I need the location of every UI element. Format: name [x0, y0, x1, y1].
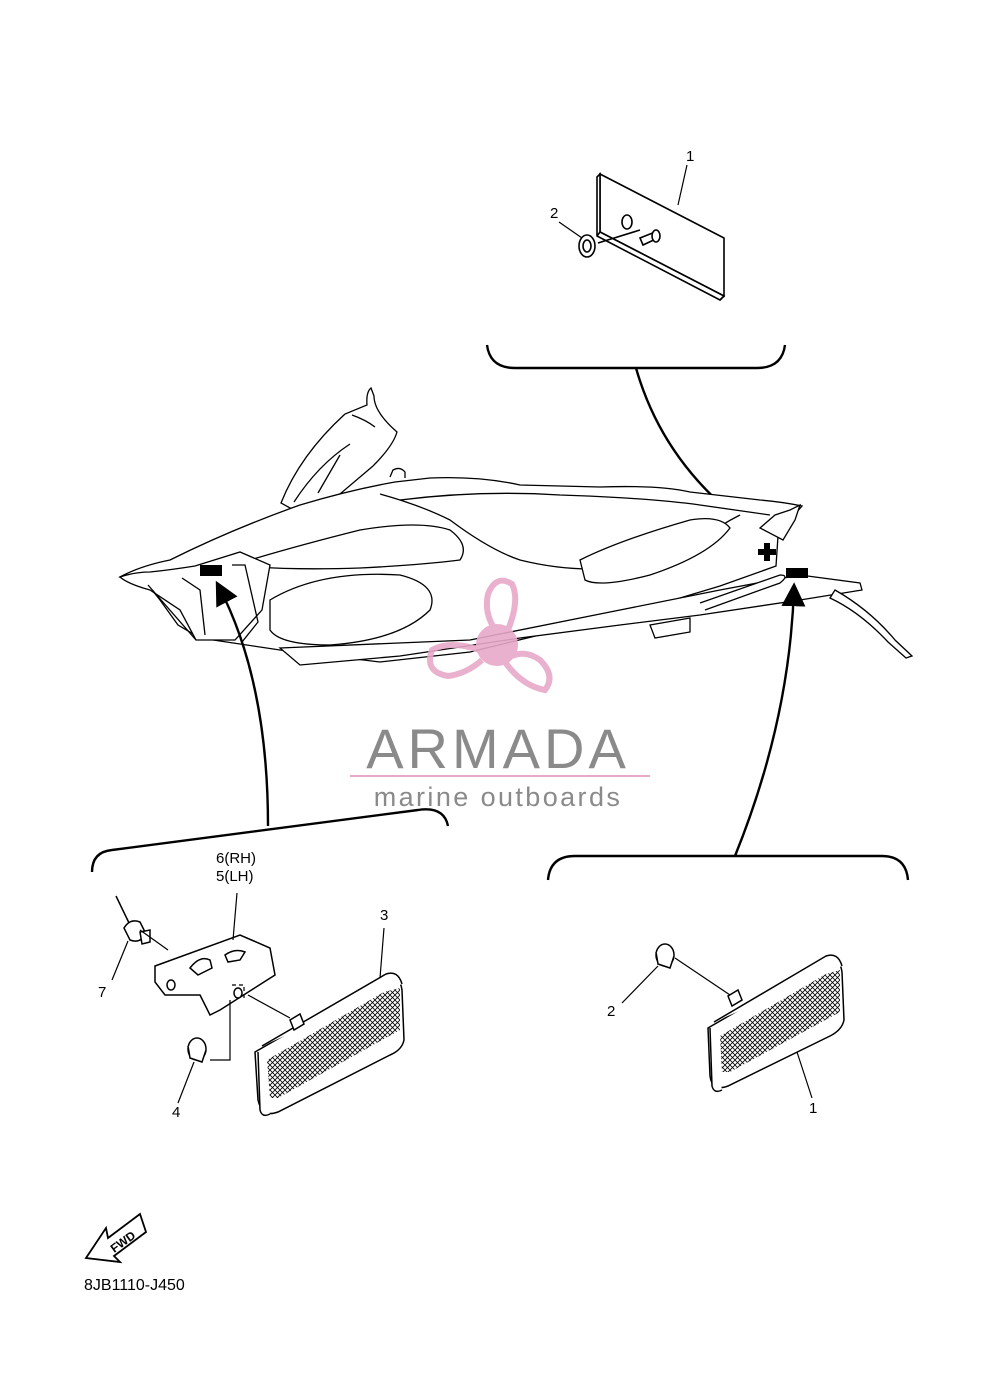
callout-left-reflector: 3 — [380, 907, 388, 924]
callout-bracket-lh: 5(LH) — [216, 868, 254, 885]
left-detail — [111, 892, 405, 1117]
top-detail-bracket — [485, 344, 787, 370]
right-leader-arrow — [733, 582, 806, 857]
marker-rear-plate — [758, 543, 776, 561]
watermark-brand: ARMADA — [366, 717, 630, 780]
rivet — [115, 895, 151, 945]
callout-right-nut: 2 — [607, 1003, 615, 1020]
top-plate — [596, 172, 726, 301]
callout-bracket-rh: 6(RH) — [216, 850, 256, 867]
marker-front-reflector — [200, 565, 222, 576]
top-detail — [558, 164, 726, 301]
right-detail-bracket — [546, 854, 910, 881]
callout-top-part: 1 — [686, 148, 694, 165]
top-plate-studs — [621, 214, 661, 247]
callout-rivet: 7 — [98, 984, 106, 1001]
fwd-arrow-icon: FWD — [84, 1212, 148, 1264]
right-reflector — [707, 954, 845, 1093]
watermark: ARMADA marine outboards — [350, 577, 650, 812]
callout-right-reflector: 1 — [809, 1100, 817, 1117]
left-leader-arrow — [215, 580, 270, 827]
right-nut — [655, 943, 675, 969]
top-nut — [578, 234, 596, 258]
marker-rear-reflector — [786, 568, 808, 578]
left-nut — [187, 1037, 207, 1063]
right-detail — [621, 943, 845, 1099]
callout-top-nut: 2 — [550, 205, 558, 222]
left-detail-bracket — [90, 808, 450, 873]
left-reflector — [254, 972, 405, 1117]
bracket — [154, 934, 276, 1017]
propeller-icon — [427, 577, 553, 694]
snowmobile-body — [118, 386, 914, 666]
callout-left-nut: 4 — [172, 1104, 180, 1121]
watermark-tagline: marine outboards — [374, 782, 623, 812]
diagram-code: 8JB1110-J450 — [84, 1277, 185, 1294]
